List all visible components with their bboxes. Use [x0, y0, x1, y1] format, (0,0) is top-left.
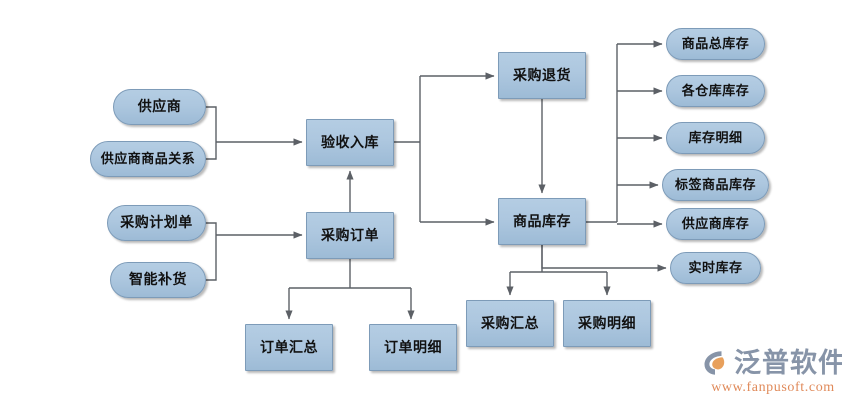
node-purchase-detail[interactable]: 采购明细 — [563, 300, 651, 347]
node-purchase-plan[interactable]: 采购计划单 — [107, 205, 206, 241]
node-goods-stock[interactable]: 商品库存 — [498, 198, 586, 245]
node-label: 实时库存 — [688, 260, 743, 276]
node-order-summary[interactable]: 订单汇总 — [245, 324, 333, 371]
node-label: 采购退货 — [513, 67, 571, 84]
node-label: 各仓库库存 — [681, 83, 750, 99]
node-label: 采购汇总 — [481, 315, 539, 332]
node-label: 智能补货 — [129, 272, 187, 288]
node-stock-detail[interactable]: 库存明细 — [666, 122, 765, 154]
node-purchase-summary[interactable]: 采购汇总 — [466, 300, 554, 347]
node-label: 标签商品库存 — [674, 177, 756, 193]
node-realtime-stock[interactable]: 实时库存 — [670, 252, 761, 284]
node-warehouse-stock[interactable]: 各仓库库存 — [666, 75, 765, 107]
node-label: 采购计划单 — [120, 215, 193, 231]
node-supplier-stock[interactable]: 供应商库存 — [666, 208, 765, 240]
node-order-detail[interactable]: 订单明细 — [369, 324, 457, 371]
fanpu-logo-icon — [704, 351, 725, 375]
node-label: 供应商商品关系 — [100, 151, 196, 167]
node-label: 商品总库存 — [681, 36, 750, 52]
node-supplier[interactable]: 供应商 — [113, 89, 206, 125]
node-supplier-goods-relation[interactable]: 供应商商品关系 — [90, 141, 206, 177]
watermark-url-text: www.fanpusoft.com — [711, 380, 835, 395]
watermark-brand-row: 泛普软件 — [700, 348, 842, 378]
node-label: 商品库存 — [513, 213, 571, 230]
edge-supplier-bus — [206, 106, 217, 160]
node-total-goods-stock[interactable]: 商品总库存 — [666, 28, 765, 60]
edge-plan-bus — [206, 222, 217, 281]
node-label: 采购订单 — [321, 227, 379, 244]
node-label: 供应商库存 — [681, 216, 750, 232]
node-label: 订单明细 — [384, 339, 442, 356]
watermark: 泛普软件 www.fanpusoft.com — [700, 348, 842, 395]
node-label: 库存明细 — [688, 130, 743, 146]
edge-to-realtime-stock — [541, 245, 667, 272]
node-label: 验收入库 — [321, 134, 379, 151]
node-label: 供应商 — [137, 99, 182, 115]
node-purchase-return[interactable]: 采购退货 — [498, 52, 586, 99]
node-label: 采购明细 — [578, 315, 636, 332]
node-receive-inbound[interactable]: 验收入库 — [306, 119, 394, 166]
node-label-goods-stock[interactable]: 标签商品库存 — [662, 169, 769, 201]
node-label: 订单汇总 — [260, 339, 318, 356]
watermark-brand-text: 泛普软件 — [734, 347, 842, 379]
node-smart-replenishment[interactable]: 智能补货 — [110, 262, 206, 298]
node-purchase-order[interactable]: 采购订单 — [306, 212, 394, 259]
